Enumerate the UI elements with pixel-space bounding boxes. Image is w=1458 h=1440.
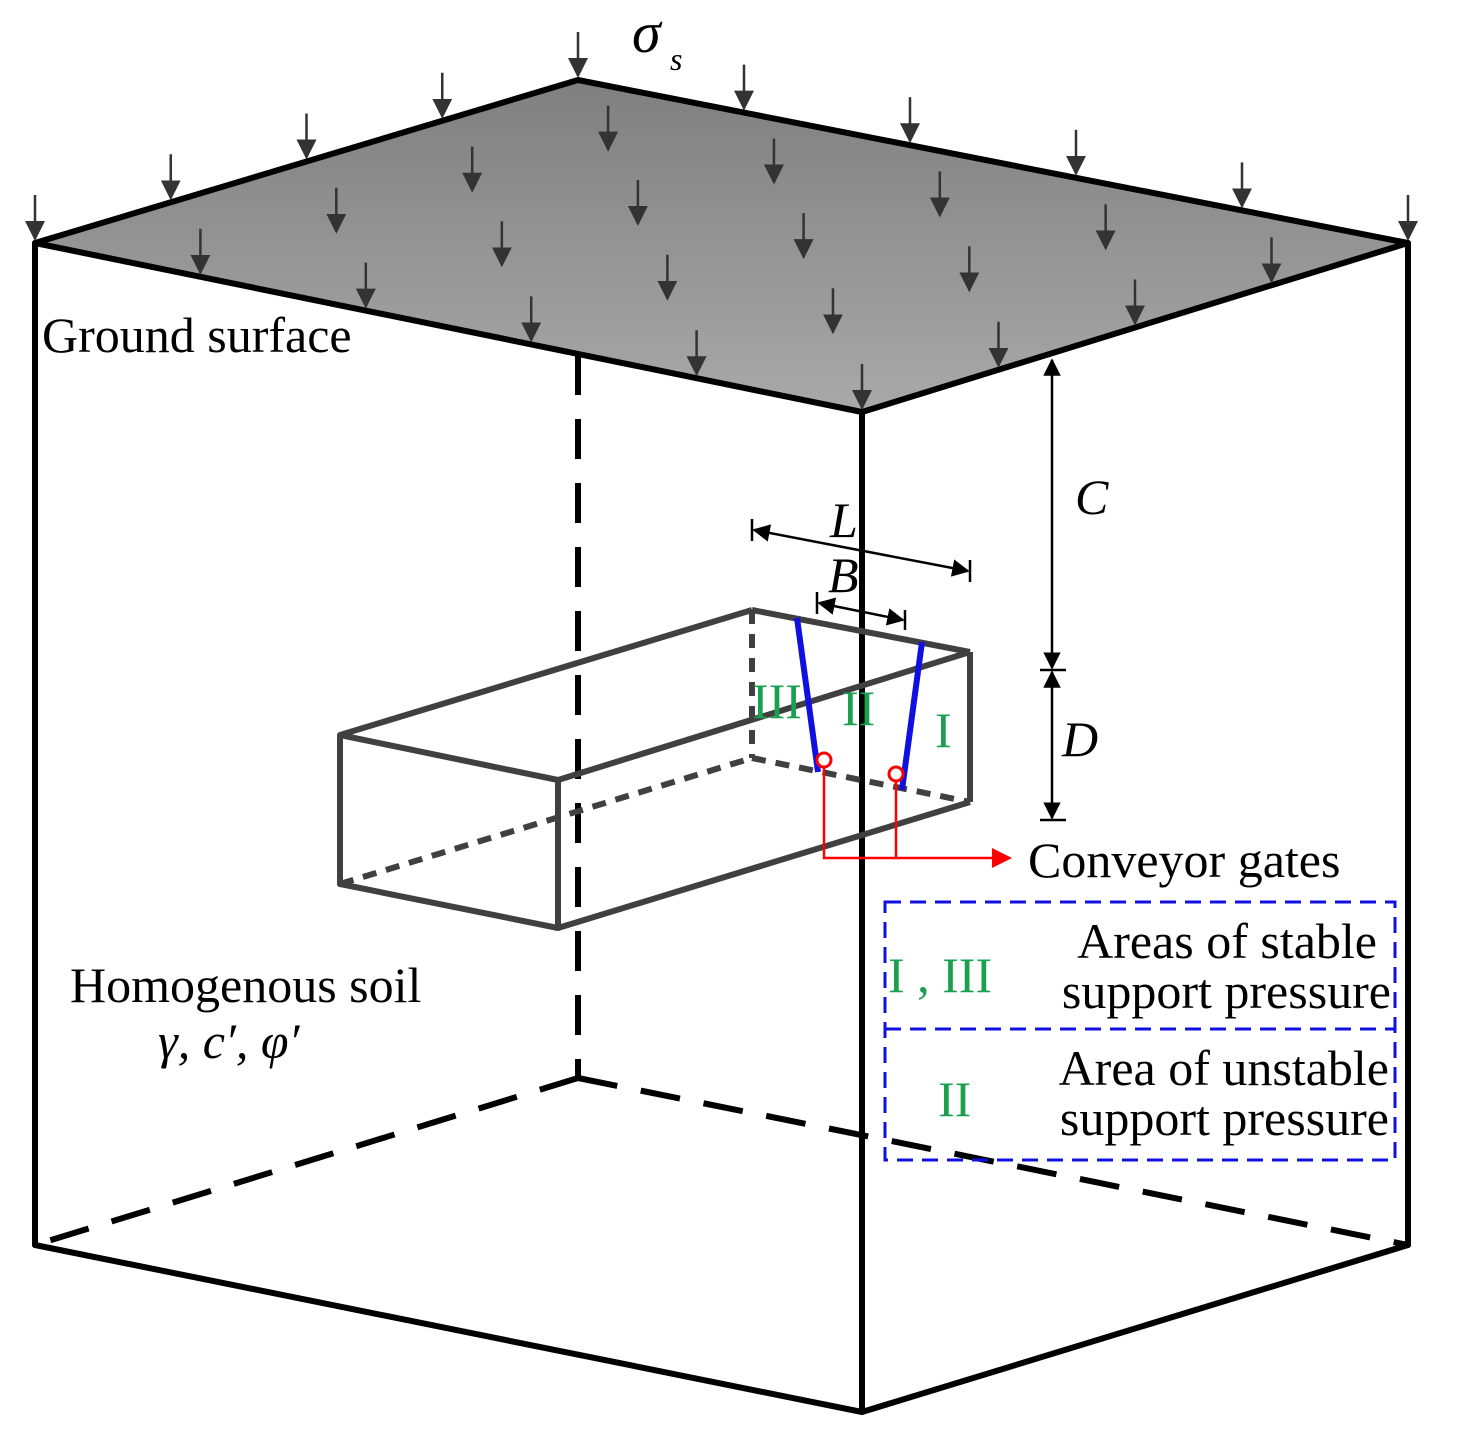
ground-surface-label: Ground surface: [42, 307, 352, 363]
load-symbol: σ: [632, 0, 663, 65]
legend-unstable-line1: Area of unstable: [1059, 1040, 1389, 1096]
tunnel-bottom-front: [557, 799, 971, 931]
surcharge-load-arrows: [25, 32, 1418, 410]
dimension-l: [750, 519, 972, 582]
hidden-edge-back-right: [577, 1075, 1409, 1248]
tunnel-top-front: [557, 649, 971, 783]
zone-1-label: I: [935, 702, 952, 758]
dimension-d-label: D: [1061, 711, 1098, 767]
dimension-l-label: L: [829, 492, 858, 548]
dimension-b: [815, 592, 907, 630]
legend-unstable-symbol: II: [938, 1071, 971, 1127]
box-edge-bottom-left: [32, 1242, 865, 1415]
dimension-b-label: B: [828, 547, 859, 603]
soil-title: Homogenous soil: [70, 957, 421, 1013]
soil-box-frame: [32, 240, 1411, 1415]
legend-stable-symbols: I , III: [888, 947, 992, 1003]
tunnel-top-back: [751, 607, 971, 655]
tunnel-hidden-edges: [339, 610, 971, 887]
gate-leader-line: [822, 768, 1012, 868]
zone-boundary-left: [794, 617, 821, 773]
gate-marker-left: [815, 751, 833, 769]
dimension-c-d: [1040, 358, 1066, 822]
zone-3-label: III: [752, 673, 802, 729]
zone-2-label: II: [842, 680, 875, 736]
tunnel-box: [337, 607, 973, 931]
zone-boundary-right: [899, 641, 925, 791]
load-subscript: s: [670, 41, 682, 77]
soil-box-hidden-edges: [34, 355, 1409, 1248]
conveyor-gates-label: Conveyor gates: [1028, 832, 1340, 888]
tunnel-top-left: [339, 607, 753, 738]
gate-marker-right: [887, 765, 905, 783]
legend-stable-line2: support pressure: [1062, 963, 1391, 1019]
conveyor-gates: [815, 751, 1012, 868]
legend-stable-line1: Areas of stable: [1077, 913, 1377, 969]
tunnel-hidden-bottom-back: [751, 755, 971, 805]
hidden-edge-back-left: [34, 1075, 579, 1248]
soil-parameters: γ, c′, φ′: [158, 1013, 300, 1069]
legend-box: [883, 900, 1397, 1162]
tunnel-front-face: [337, 732, 561, 931]
legend-unstable-line2: support pressure: [1060, 1090, 1389, 1146]
box-edge-bottom-right: [859, 1242, 1411, 1415]
dimension-c-label: C: [1075, 469, 1109, 525]
